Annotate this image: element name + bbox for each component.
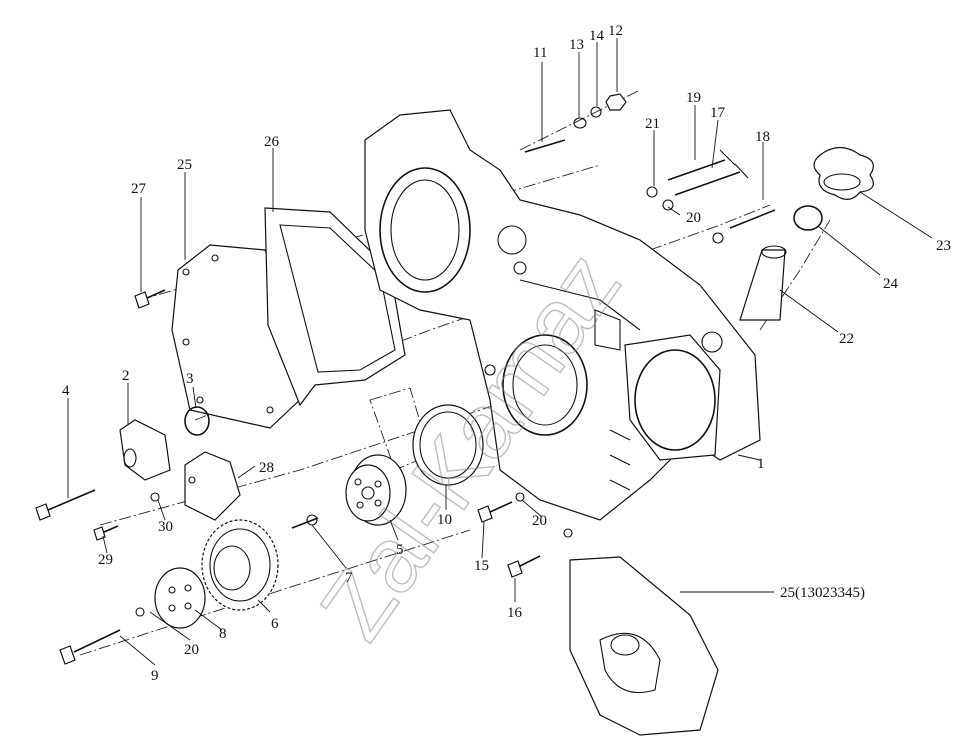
callout-labels: 1 2 3 4 5 6 7 8 9 10 11 12 13 14 15 16 1… — [62, 23, 951, 684]
label-26: 26 — [264, 134, 280, 150]
small-fasteners — [93, 289, 573, 578]
label-3: 3 — [186, 371, 194, 387]
label-6: 6 — [271, 616, 279, 632]
gasket-26 — [264, 207, 406, 407]
label-1: 1 — [757, 456, 765, 472]
pin-7 — [291, 514, 319, 529]
label-12: 12 — [608, 23, 623, 39]
label-30: 30 — [158, 519, 173, 535]
label-14: 14 — [589, 28, 605, 44]
filler-cap-23 — [813, 146, 874, 200]
filler-tube-22 — [739, 245, 787, 321]
seal-ring-10 — [412, 404, 484, 486]
label-18: 18 — [755, 129, 770, 145]
label-20a: 20 — [686, 210, 701, 226]
label-22: 22 — [839, 331, 854, 347]
bolts-17-19 — [646, 149, 776, 244]
label-16: 16 — [507, 605, 523, 621]
label-25: 25 — [177, 157, 192, 173]
label-27: 27 — [131, 181, 147, 197]
label-4: 4 — [62, 383, 70, 399]
label-20b: 20 — [532, 513, 547, 529]
label-9: 9 — [151, 668, 159, 684]
label-19: 19 — [686, 90, 701, 106]
washer-plate-8 — [154, 567, 206, 629]
label-20c: 20 — [184, 642, 199, 658]
cover-plate-25-13023345 — [569, 556, 719, 736]
label-7: 7 — [345, 570, 353, 586]
gear-housing-1 — [364, 109, 761, 521]
label-5: 5 — [396, 542, 404, 558]
leader-lines — [67, 38, 933, 666]
hub-5 — [345, 454, 407, 526]
label-17: 17 — [710, 105, 726, 121]
label-13: 13 — [569, 37, 584, 53]
label-23: 23 — [936, 238, 951, 254]
o-ring-24 — [793, 205, 823, 231]
stud-11 — [524, 93, 627, 153]
label-10: 10 — [437, 512, 452, 528]
label-2: 2 — [122, 368, 130, 384]
elbow-2 — [119, 419, 171, 481]
label-15: 15 — [474, 558, 489, 574]
gear-6 — [201, 519, 279, 611]
label-21: 21 — [645, 116, 660, 132]
label-29: 29 — [98, 552, 113, 568]
o-ring-3 — [184, 406, 210, 436]
label-25b: 25(13023345) — [780, 585, 865, 601]
flange-28 — [184, 451, 241, 521]
bolt-9 — [59, 607, 145, 665]
label-28: 28 — [259, 460, 274, 476]
label-24: 24 — [883, 276, 899, 292]
bolt-4 — [35, 489, 96, 521]
label-11: 11 — [533, 45, 547, 61]
label-8: 8 — [219, 626, 227, 642]
